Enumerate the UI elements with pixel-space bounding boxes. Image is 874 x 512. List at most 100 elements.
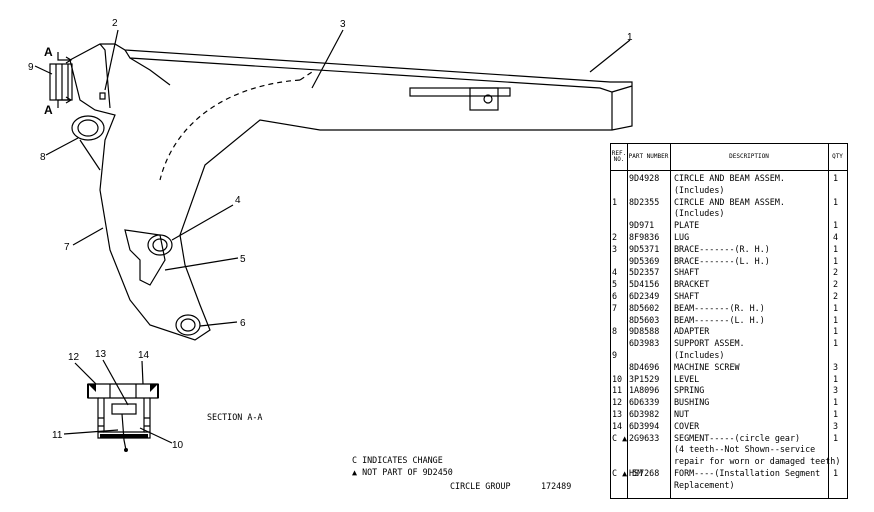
part-desc: COVER <box>674 420 700 431</box>
callout-8: 8 <box>40 152 46 163</box>
part-desc: (Includes) <box>674 350 725 360</box>
part-number: 9D5369 <box>629 255 660 266</box>
part-number: 9D5371 <box>629 243 660 254</box>
leader-2 <box>104 29 119 91</box>
part-desc: SEGMENT-----(circle gear) <box>674 432 801 443</box>
part-desc: MACHINE SCREW <box>674 361 740 372</box>
part-qty: 3 <box>833 361 839 372</box>
part-qty: 2 <box>833 267 839 278</box>
leader-12 <box>74 362 97 385</box>
lug-shape <box>99 92 106 100</box>
part-desc: PLATE <box>674 220 700 231</box>
part-desc: SHAFT <box>674 291 700 301</box>
part-desc: Replacement) <box>674 479 735 490</box>
callout-10: 10 <box>172 440 184 451</box>
leader-9 <box>34 65 53 75</box>
leader-8 <box>45 137 79 156</box>
part-qty: 1 <box>833 302 839 313</box>
part-desc: LEVEL <box>674 373 700 384</box>
part-qty: 1 <box>833 220 839 231</box>
part-qty: 4 <box>833 232 839 242</box>
part-ref: 5 <box>612 279 618 290</box>
part-number: 9D4928 <box>629 173 660 183</box>
part-ref: 9 <box>612 350 618 360</box>
part-ref: 1 <box>612 196 618 207</box>
part-desc: SPRING <box>674 385 705 396</box>
part-desc: (4 teeth--Not Shown--service <box>674 444 816 455</box>
part-number: 3P1529 <box>629 373 660 384</box>
leader-6 <box>199 321 238 327</box>
part-ref: 3 <box>612 243 618 254</box>
leader-10 <box>139 427 173 444</box>
part-desc: ADAPTER <box>674 326 710 337</box>
leader-11 <box>63 429 119 435</box>
part-number: HS7268 <box>629 468 660 478</box>
part-ref: 14 <box>612 420 623 431</box>
part-desc: FORM----(Installation Segment <box>674 468 821 478</box>
callout-2: 2 <box>112 18 118 29</box>
part-ref: 4 <box>612 267 618 278</box>
part-qty: 1 <box>833 243 839 254</box>
note-number: 172489 <box>541 481 572 491</box>
section-arrow-top <box>57 52 70 61</box>
part-ref: C ▲ <box>612 432 628 443</box>
note-group: CIRCLE GROUP <box>450 481 511 491</box>
adapter-shape <box>71 115 105 141</box>
callout-11: 11 <box>52 430 63 441</box>
header-desc: DESCRIPTION <box>670 144 828 171</box>
header-qty: QTY <box>828 144 847 171</box>
part-number: 5D4156 <box>629 279 660 290</box>
part-ref: 11 <box>612 385 623 396</box>
part-qty: 1 <box>833 338 839 349</box>
callout-7: 7 <box>64 242 70 253</box>
callout-9: 9 <box>28 62 34 73</box>
part-desc: BRACE-------(L. H.) <box>674 255 770 266</box>
part-number: 9D8588 <box>629 326 660 337</box>
header-ref: REF. NO. <box>611 144 627 171</box>
part-number: 8D2355 <box>629 196 660 207</box>
callout-5: 5 <box>240 254 246 265</box>
part-qty: 1 <box>833 326 839 337</box>
part-qty: 1 <box>833 373 839 384</box>
part-number: 6D2349 <box>629 291 660 301</box>
leader-5 <box>164 257 239 271</box>
section-detail <box>87 383 159 451</box>
support-shape <box>49 63 73 101</box>
section-mark-bottom: A <box>44 103 53 117</box>
part-ref: 8 <box>612 326 618 337</box>
part-ref: 10 <box>612 373 623 384</box>
section-mark-top: A <box>44 45 53 59</box>
hidden-line <box>159 79 301 181</box>
beam-outline <box>69 43 633 341</box>
part-desc: CIRCLE AND BEAM ASSEM. <box>674 196 785 207</box>
note-change: C INDICATES CHANGE <box>352 455 443 465</box>
part-number: 8D4696 <box>629 361 660 372</box>
note-not-part: ▲ NOT PART OF 9D2450 <box>352 467 453 477</box>
part-desc: (Includes) <box>674 208 725 219</box>
part-qty: 1 <box>833 397 839 408</box>
leader-13 <box>102 359 129 406</box>
lower-shaft-shape <box>175 314 201 336</box>
part-qty: 1 <box>833 196 839 207</box>
callout-6: 6 <box>240 318 246 329</box>
part-qty: 2 <box>833 291 839 301</box>
part-desc: BEAM-------(L. H.) <box>674 314 765 325</box>
part-number: 6D3983 <box>629 338 660 349</box>
callout-13: 13 <box>95 349 107 360</box>
part-number: 8D5602 <box>629 302 660 313</box>
part-qty: 3 <box>833 420 839 431</box>
part-number: 6D6339 <box>629 397 660 408</box>
part-number: 2G9633 <box>629 432 660 443</box>
callout-3: 3 <box>340 19 346 30</box>
part-desc: CIRCLE AND BEAM ASSEM. <box>674 173 785 183</box>
part-desc: NUT <box>674 409 690 419</box>
callout-12: 12 <box>68 352 80 363</box>
callout-4: 4 <box>235 195 241 206</box>
part-desc: BEAM-------(R. H.) <box>674 302 765 313</box>
part-desc: BRACKET <box>674 279 710 290</box>
part-ref: 13 <box>612 409 623 419</box>
part-ref: 2 <box>612 232 618 242</box>
leader-1 <box>589 39 631 73</box>
part-ref: 7 <box>612 302 618 313</box>
